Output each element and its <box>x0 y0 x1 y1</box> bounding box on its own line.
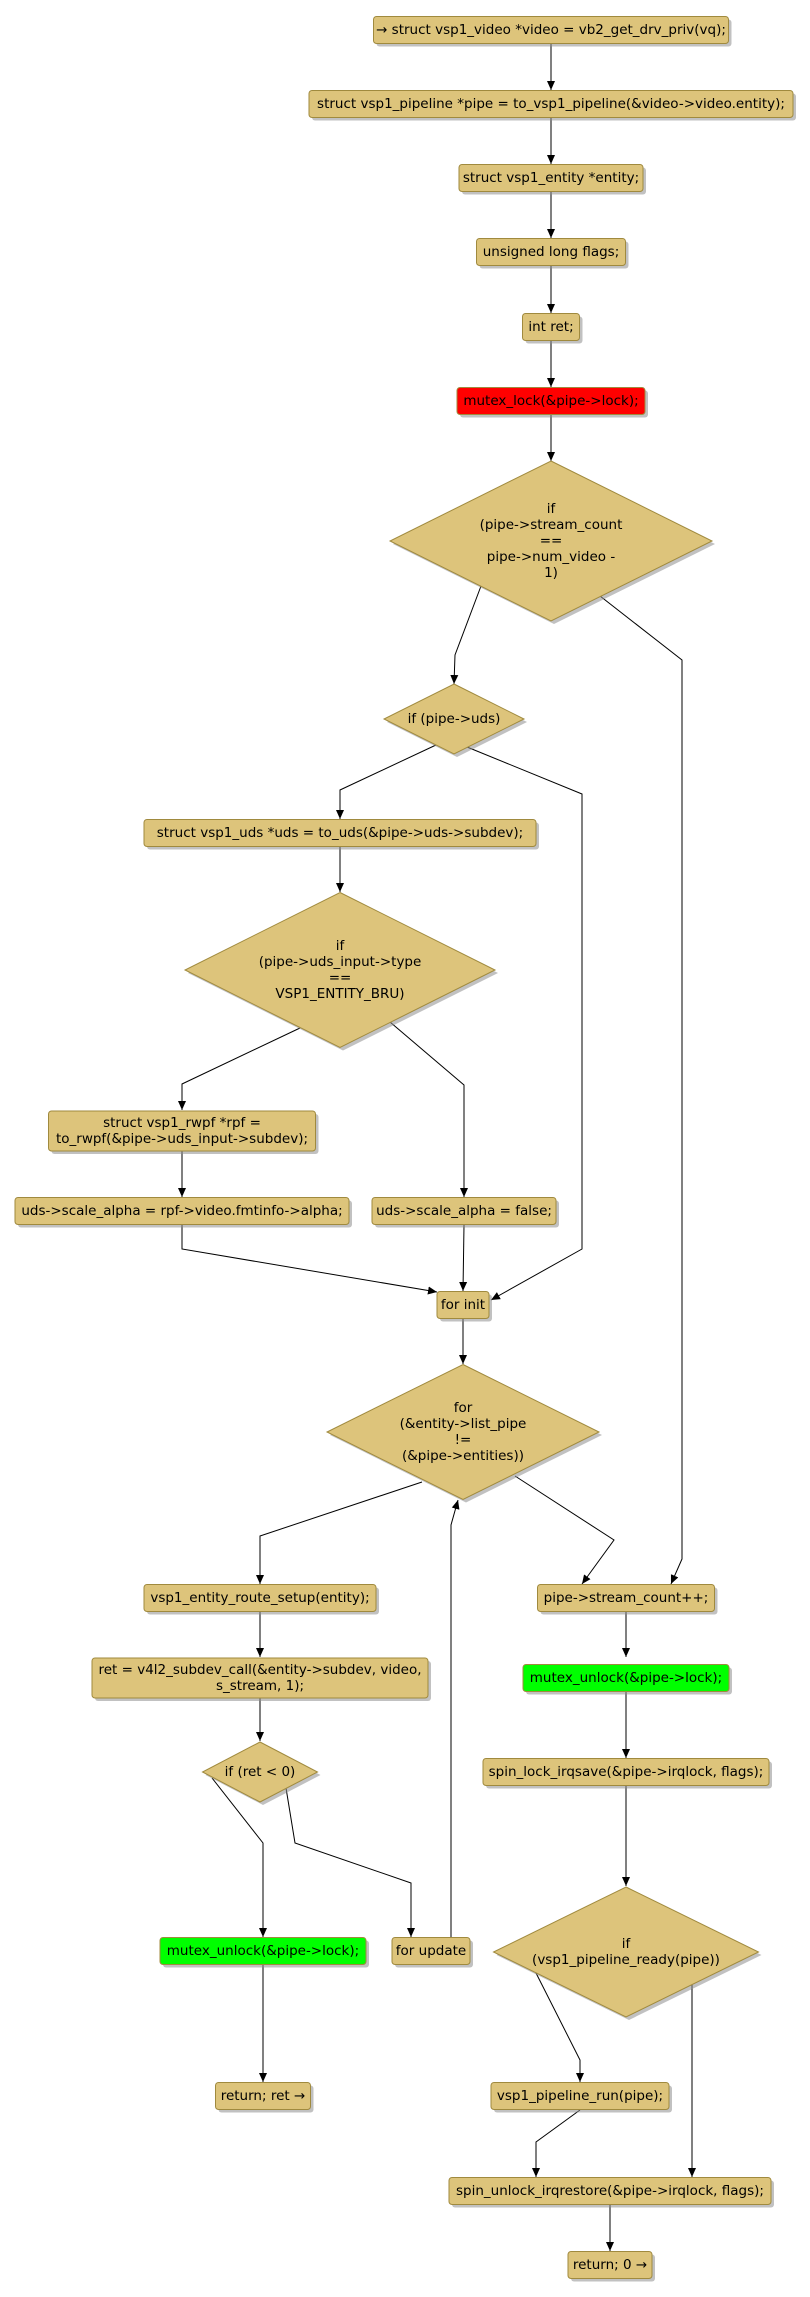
node-label: struct vsp1_pipeline *pipe = to_vsp1_pip… <box>317 96 785 112</box>
node-scale-alpha-rpf: uds->scale_alpha = rpf->video.fmtinfo->a… <box>14 1197 352 1228</box>
edge-arrow <box>389 1021 468 1197</box>
edge-arrow <box>181 1225 438 1295</box>
node-if-ready: if(vsp1_pipeline_ready(pipe)) <box>492 1886 762 2020</box>
edge-arrow <box>178 1027 301 1110</box>
node-label: spin_unlock_irqrestore(&pipe->irqlock, f… <box>456 2183 764 2199</box>
node-pipeline-run: vsp1_pipeline_run(pipe); <box>490 2082 672 2113</box>
node-mutex-unlock-err: mutex_unlock(&pipe->lock); <box>159 1937 369 1968</box>
node-label: (&pipe->entities)) <box>402 1448 524 1464</box>
node-label: == <box>540 533 563 549</box>
node-for-update: for update <box>391 1937 473 1968</box>
node-label: pipe->num_video - <box>487 549 616 565</box>
edge-arrow <box>534 1970 584 2082</box>
node-rpf-decl: struct vsp1_rwpf *rpf =to_rwpf(&pipe->ud… <box>48 1110 319 1154</box>
node-label: s_stream, 1); <box>216 1678 304 1694</box>
node-label: (pipe->uds_input->type <box>259 954 422 970</box>
node-label: ret = v4l2_subdev_call(&entity->subdev, … <box>98 1662 421 1678</box>
edge-arrow <box>211 1777 267 1937</box>
node-label: if <box>547 501 557 517</box>
node-label: struct vsp1_entity *entity; <box>463 170 639 186</box>
node-label: return; ret → <box>221 2088 306 2104</box>
node-label: → struct vsp1_video *video = vb2_get_drv… <box>376 22 726 38</box>
edges <box>178 44 696 2251</box>
node-label: mutex_unlock(&pipe->lock); <box>530 1670 722 1686</box>
node-if-ret: if (ret < 0) <box>201 1741 321 1805</box>
node-label: pipe->stream_count++; <box>544 1590 709 1606</box>
node-label: if <box>336 938 346 954</box>
node-flags-decl: unsigned long flags; <box>476 238 629 269</box>
nodes: → struct vsp1_video *video = vb2_get_drv… <box>14 16 796 2282</box>
node-stream-count-inc: pipe->stream_count++; <box>537 1584 718 1615</box>
edge-arrow <box>336 744 437 819</box>
node-label: for init <box>441 1297 485 1313</box>
node-label: struct vsp1_uds *uds = to_uds(&pipe->uds… <box>157 825 523 841</box>
node-label: struct vsp1_rwpf *rpf = <box>103 1115 261 1131</box>
node-mutex-unlock: mutex_unlock(&pipe->lock); <box>522 1664 732 1695</box>
node-label: mutex_unlock(&pipe->lock); <box>167 1943 359 1959</box>
node-label: if (ret < 0) <box>225 1764 296 1780</box>
node-scale-alpha-false: uds->scale_alpha = false; <box>371 1197 559 1228</box>
node-ret-decl: int ret; <box>522 313 583 344</box>
node-subdev-call: ret = v4l2_subdev_call(&entity->subdev, … <box>91 1657 431 1701</box>
node-label: return; 0 → <box>573 2257 647 2273</box>
node-entity-decl: struct vsp1_entity *entity; <box>458 164 646 195</box>
node-uds-decl: struct vsp1_uds *uds = to_uds(&pipe->uds… <box>143 819 539 850</box>
node-if-stream-count: if(pipe->stream_count==pipe->num_video -… <box>388 460 715 624</box>
node-label: (pipe->stream_count <box>480 517 623 533</box>
node-label: 1) <box>544 565 558 581</box>
node-label: vsp1_entity_route_setup(entity); <box>150 1590 369 1606</box>
node-if-uds: if (pipe->uds) <box>382 683 527 757</box>
node-pipe-decl: struct vsp1_pipeline *pipe = to_vsp1_pip… <box>308 90 796 121</box>
node-mutex-lock: mutex_lock(&pipe->lock); <box>456 387 648 418</box>
node-label: uds->scale_alpha = false; <box>376 1203 552 1219</box>
node-label: mutex_lock(&pipe->lock); <box>463 393 638 409</box>
node-start: → struct vsp1_video *video = vb2_get_drv… <box>373 16 732 47</box>
node-label: spin_lock_irqsave(&pipe->irqlock, flags)… <box>489 1764 764 1780</box>
node-if-bru: if(pipe->uds_input->type==VSP1_ENTITY_BR… <box>183 891 498 1051</box>
edge-arrow <box>450 1499 460 1937</box>
node-label: VSP1_ENTITY_BRU) <box>275 986 404 1002</box>
node-label: vsp1_pipeline_run(pipe); <box>497 2088 663 2104</box>
node-label: (&entity->list_pipe <box>400 1416 527 1432</box>
edge-arrow <box>466 746 583 1301</box>
node-label: == <box>329 970 352 986</box>
node-spin-lock: spin_lock_irqsave(&pipe->irqlock, flags)… <box>482 1758 772 1789</box>
node-label: (vsp1_pipeline_ready(pipe)) <box>532 1952 720 1968</box>
node-return-0: return; 0 → <box>567 2251 655 2282</box>
node-label: unsigned long flags; <box>483 244 620 260</box>
node-for-init: for init <box>436 1291 492 1322</box>
node-spin-unlock: spin_unlock_irqrestore(&pipe->irqlock, f… <box>448 2177 774 2208</box>
node-label: uds->scale_alpha = rpf->video.fmtinfo->a… <box>21 1203 342 1219</box>
node-label: for <box>454 1400 473 1416</box>
node-label: != <box>455 1432 472 1448</box>
edge-arrow <box>599 595 683 1585</box>
node-for-cond: for(&entity->list_pipe!=(&pipe->entities… <box>325 1363 602 1503</box>
edge-arrow <box>450 585 482 685</box>
edge-arrow <box>514 1475 615 1585</box>
node-label: if (pipe->uds) <box>408 711 501 727</box>
node-label: for update <box>396 1943 466 1959</box>
node-return-ret: return; ret → <box>215 2082 314 2113</box>
edge-arrow <box>256 1481 423 1584</box>
node-label: int ret; <box>528 319 573 335</box>
node-route-setup: vsp1_entity_route_setup(entity); <box>143 1584 379 1615</box>
edge-arrow <box>285 1787 415 1937</box>
edge-arrow <box>459 1224 468 1292</box>
node-label: to_rwpf(&pipe->uds_input->subdev); <box>56 1131 308 1147</box>
node-label: if <box>622 1936 632 1952</box>
edge-arrow <box>532 2109 581 2177</box>
